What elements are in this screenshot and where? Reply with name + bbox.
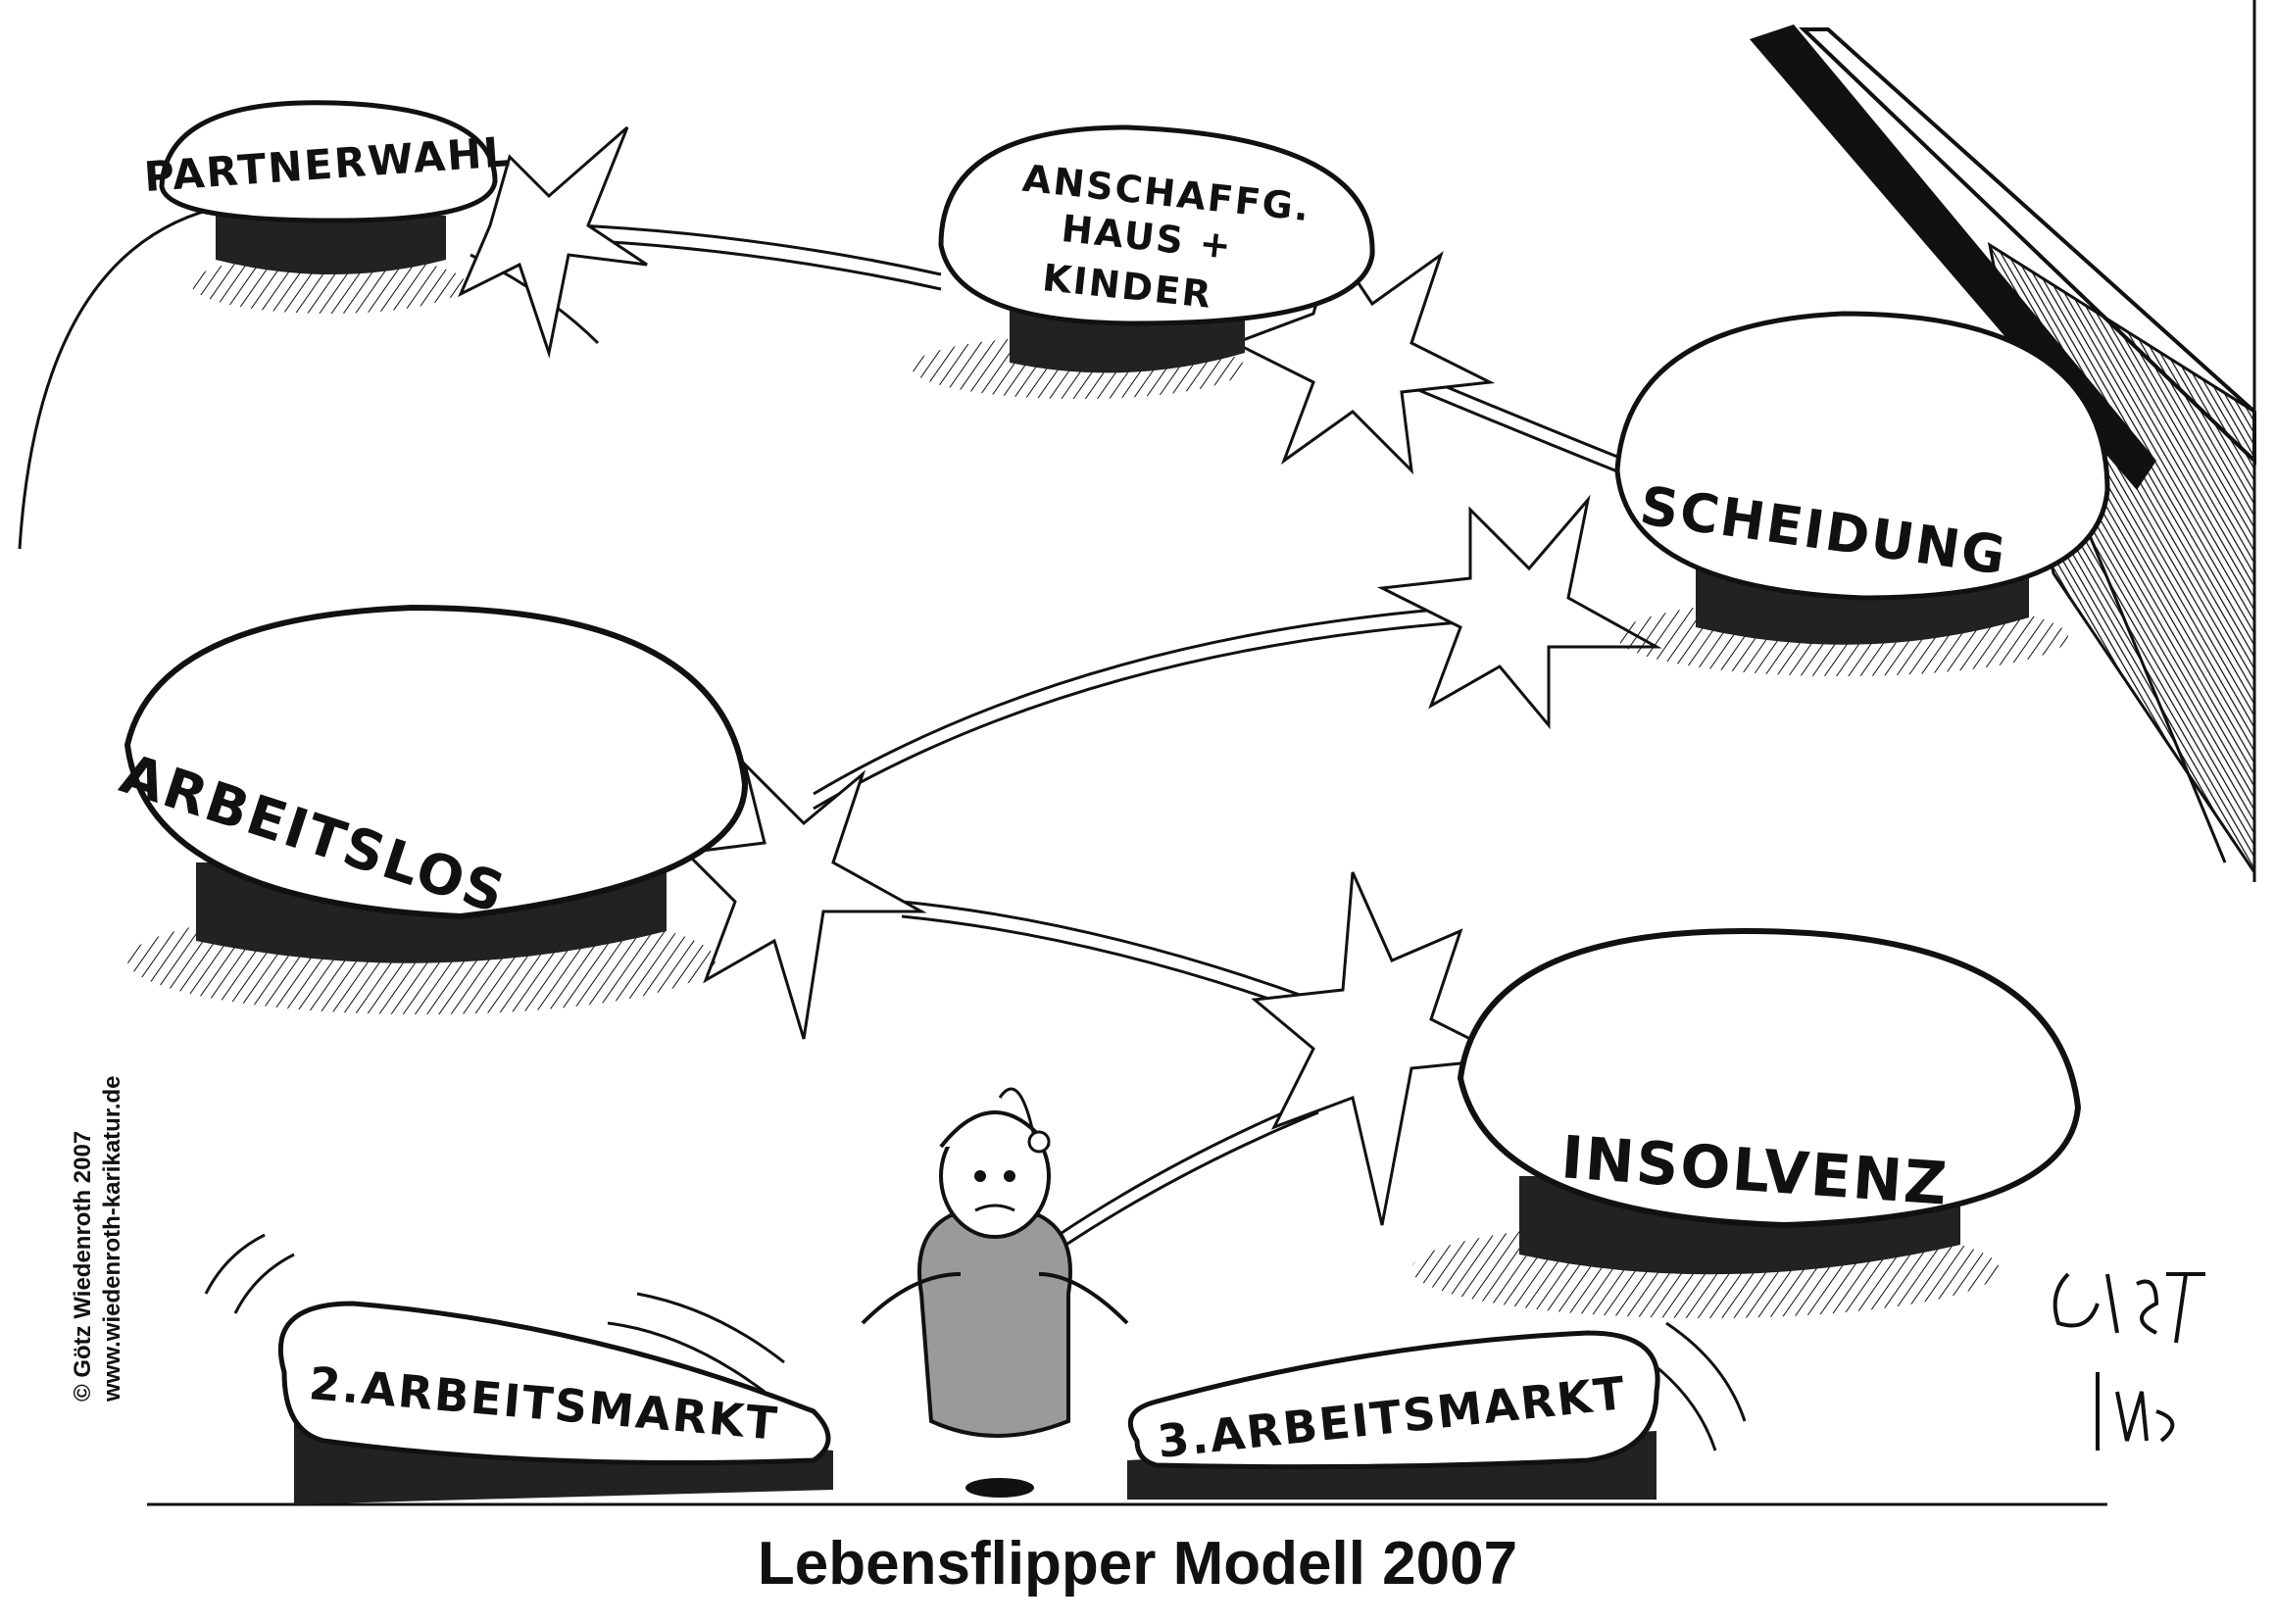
flipper-left: 2.ARBEITSMARKT (277, 1301, 833, 1504)
credit-copyright: © Götz Wiedenroth 2007 (70, 1130, 96, 1402)
person-figure (861, 1087, 1129, 1498)
bumper-arbeitslos: ARBEITSLOS (113, 604, 749, 1014)
cartoon-caption: Lebensflipper Modell 2007 (757, 1530, 1518, 1598)
impact-stars (458, 125, 1662, 1226)
playfield-edge (18, 204, 226, 550)
bumper-anschaffung: ANSCHAFFG. HAUS + KINDER (912, 124, 1375, 399)
bumper-scheidung: SCHEIDUNG (1614, 311, 2110, 676)
credit-website: www.wiedenroth-karikatur.de (99, 1075, 125, 1402)
flipper-right: 3.ARBEITSMARKT (1127, 1330, 1660, 1500)
artist-signature (2052, 1272, 2205, 1451)
bumper-insolvenz: INSOLVENZ (1411, 927, 2082, 1318)
bumper-partnerwahl: PARTNERWAHL (142, 100, 514, 314)
ball-trajectory (577, 223, 1628, 1252)
